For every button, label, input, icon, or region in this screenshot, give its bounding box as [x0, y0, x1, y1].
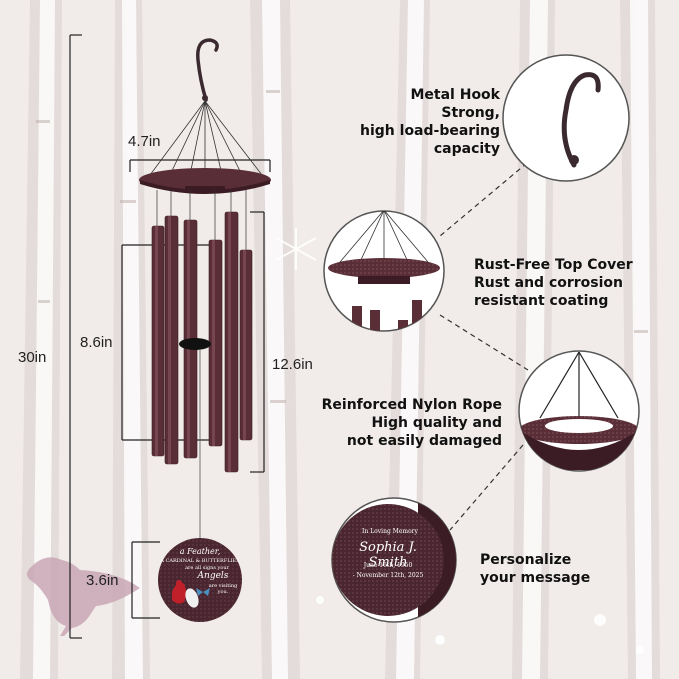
feature-hook-line2: high load-bearing capacity [360, 123, 500, 157]
short-tube-label: 8.6in [80, 334, 113, 351]
feature-rope-line1: High quality and [371, 415, 502, 431]
disc-bracket [131, 541, 160, 619]
memorial-header: In Loving Memory [362, 528, 418, 535]
disc-line-3: are all signs your [185, 565, 229, 571]
disc-detail-circle [331, 497, 457, 623]
memorial-date-1: June 16th, 1950 [363, 562, 413, 569]
top-cover-detail-circle [323, 210, 445, 332]
hook-icon [196, 38, 219, 102]
disc-line-5: are visiting [208, 583, 238, 589]
feature-personalize-line1: your message [480, 570, 591, 586]
rope-detail-circle [518, 350, 640, 472]
hook-detail-circle [502, 54, 630, 182]
feature-hook: Metal Hook Strong, high load-bearing cap… [300, 86, 500, 158]
feature-hook-line1: Strong, [441, 105, 500, 121]
feature-personalize: Personalize your message [480, 551, 660, 587]
feature-cover-line1: Rust and corrosion [474, 275, 624, 291]
feature-rope: Reinforced Nylon Rope High quality and n… [300, 396, 502, 450]
feature-hook-title: Metal Hook [410, 87, 500, 103]
feature-rope-title: Reinforced Nylon Rope [321, 397, 502, 413]
total-length-bracket [69, 34, 82, 639]
disc-line-1: a Feather, [179, 547, 221, 556]
feature-cover-title: Rust-Free Top Cover [474, 257, 633, 273]
top-width-label: 4.7in [128, 133, 161, 150]
disc-line-4: Angels [197, 571, 229, 581]
long-tube-bracket [250, 211, 265, 473]
total-length-label: 30in [18, 349, 47, 366]
memorial-name: Sophia J. Smith [359, 540, 417, 570]
disc-line-6: you. [217, 589, 229, 595]
memorial-date-2: - November 12th, 2025 [352, 572, 424, 579]
feature-rope-line2: not easily damaged [346, 433, 502, 449]
feature-top-cover: Rust-Free Top Cover Rust and corrosion r… [474, 256, 674, 310]
feature-cover-line2: resistant coating [474, 293, 609, 309]
long-tube-label: 12.6in [272, 356, 313, 373]
disc-line-2: A CARDINAL & BUTTERFLIES [160, 558, 240, 564]
feature-personalize-title: Personalize [480, 552, 572, 568]
disc-size-label: 3.6in [86, 572, 119, 589]
top-width-bracket [129, 159, 271, 172]
